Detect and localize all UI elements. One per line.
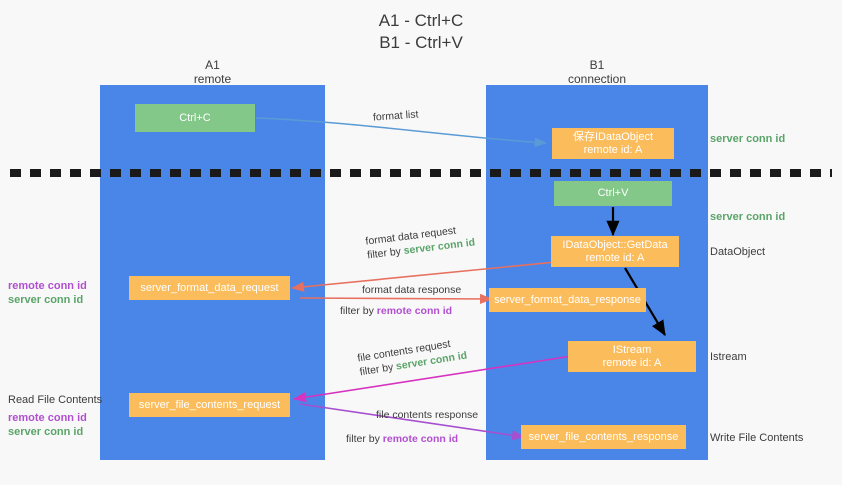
box-ctrl-c-label: Ctrl+C [179,111,211,124]
annotation-remote-conn-id-2: remote conn id [8,412,87,424]
label-format-data-response-line1: format data response [362,284,462,296]
annotation-write-file-contents: Write File Contents [710,432,804,444]
annotation-left-conn-ids-bottom: remote conn id server conn id [8,411,87,439]
box-server-file-contents-response-label: server_file_contents_response [528,430,679,443]
label-format-list: format list [372,108,419,124]
lane-a1-subtitle: remote [193,72,232,86]
annotation-left-conn-ids-top: remote conn id server conn id [8,279,87,307]
annotation-read-file-contents: Read File Contents [8,394,103,406]
box-save-idataobject-line1: 保存IDataObject [572,130,654,143]
label-format-data-response: format data response filter by remote co… [340,283,462,318]
box-ctrl-v[interactable]: Ctrl+V [554,181,672,206]
annotation-server-conn-id-left-2: server conn id [8,426,84,438]
lane-a1-name: A1 [205,58,220,72]
box-ctrl-c[interactable]: Ctrl+C [135,104,255,132]
box-server-format-data-response-label: server_format_data_response [494,293,641,306]
box-ctrl-v-label: Ctrl+V [597,187,629,199]
box-server-file-contents-request[interactable]: server_file_contents_request [129,393,290,417]
annotation-server-conn-id-left-1: server conn id [8,294,84,306]
lane-header-a1: A1 remote [100,58,325,86]
label-file-contents-response: file contents response filter by remote … [346,408,479,446]
annotation-dataobject: DataObject [710,246,766,258]
box-istream-line2: remote id: A [602,356,662,369]
box-server-format-data-request-label: server_format_data_request [140,281,279,294]
annotation-server-conn-id-top: server conn id [710,133,786,145]
box-getdata-line2: remote id: A [585,251,645,264]
lane-header-b1: B1 connection [486,58,708,86]
box-server-format-data-response[interactable]: server_format_data_response [489,288,646,312]
page-title: A1 - Ctrl+C B1 - Ctrl+V [0,10,842,54]
title-line-2: B1 - Ctrl+V [379,33,463,52]
annotation-remote-conn-id-1: remote conn id [8,280,87,292]
box-getdata-line1: IDataObject::GetData [562,238,668,251]
box-server-file-contents-request-label: server_file_contents_request [138,398,281,411]
label-format-data-response-filter: filter by remote conn id [340,305,453,317]
label-file-contents-request: file contents request filter by server c… [356,335,468,380]
lane-b1-name: B1 [589,58,605,72]
box-idataobject-getdata[interactable]: IDataObject::GetData remote id: A [551,236,679,267]
box-server-file-contents-response[interactable]: server_file_contents_response [521,425,686,449]
box-server-format-data-request[interactable]: server_format_data_request [129,276,290,300]
box-save-idataobject-line2: remote id: A [583,143,643,156]
lane-b1-subtitle: connection [567,72,627,86]
label-file-contents-response-filter: filter by remote conn id [346,433,459,445]
box-istream[interactable]: IStream remote id: A [568,341,696,372]
box-istream-line1: IStream [612,343,652,356]
label-format-data-request: format data request filter by server con… [365,221,476,262]
label-file-contents-response-line1: file contents response [376,409,479,421]
title-line-1: A1 - Ctrl+C [378,11,464,30]
box-save-idataobject[interactable]: 保存IDataObject remote id: A [552,128,674,159]
annotation-server-conn-id-mid: server conn id [710,211,786,223]
annotation-istream: Istream [710,351,747,363]
